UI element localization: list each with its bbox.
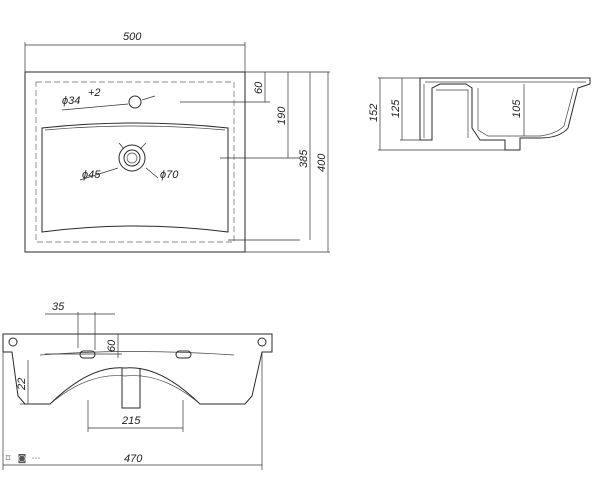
dim-drain-width: 215 (121, 415, 141, 427)
dim-drain-center: 190 (276, 106, 288, 125)
front-view (2, 312, 273, 470)
image-toolbar: ⌑ ◙ ⋯ (2, 453, 42, 467)
top-view (24, 42, 330, 253)
dim-side-total: 152 (368, 104, 380, 122)
dim-faucet-hole: ϕ34 (62, 95, 80, 107)
more-icon[interactable]: ⋯ (31, 454, 41, 464)
dim-total-depth: 400 (316, 153, 328, 172)
dim-faucet-offset: 60 (253, 81, 265, 94)
dim-bowl-depth: 385 (298, 149, 310, 168)
dim-hole-spacing: 35 (52, 301, 65, 313)
dim-bottom-width: 470 (124, 453, 143, 465)
side-view (378, 77, 591, 151)
bookmark-icon[interactable]: ⌑ (5, 454, 11, 464)
dim-drain-outer: ϕ70 (160, 169, 179, 181)
dim-side-bowl: 105 (511, 99, 523, 118)
dim-top-width: 500 (123, 31, 142, 43)
dim-side-mid: 125 (390, 99, 402, 118)
dim-rim-height: 22 (16, 378, 28, 391)
camera-icon[interactable]: ◙ (17, 454, 27, 464)
dim-drain-diameter: ϕ45 (82, 169, 101, 181)
dim-hole-offset: 60 (106, 339, 118, 352)
dim-faucet-tolerance: +2 (88, 87, 101, 99)
